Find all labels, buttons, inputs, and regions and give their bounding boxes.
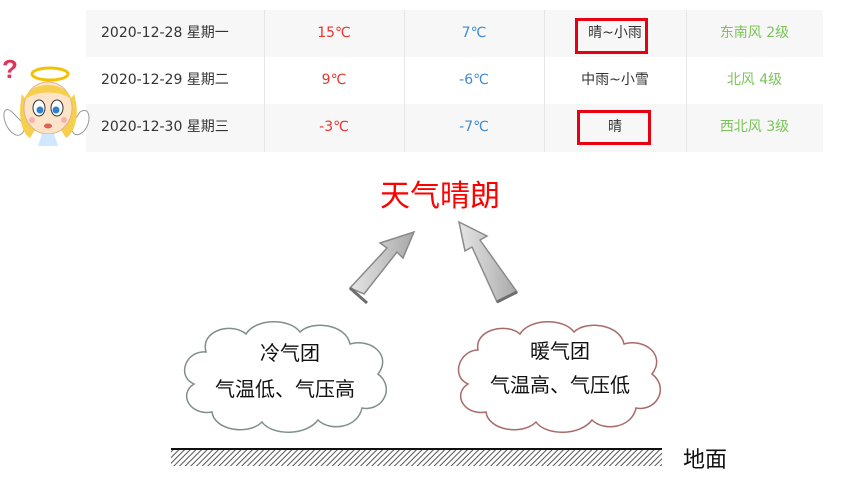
diagram-title: 天气晴朗	[380, 179, 500, 214]
forecast-low-temp: 7℃	[461, 25, 487, 41]
forecast-row: 2020-12-28 星期一 15℃ 7℃ 晴~小雨 东南风 2级	[86, 10, 823, 57]
cold-air-mass-desc: 气温低、气压高	[215, 377, 355, 401]
forecast-high-temp: 15℃	[317, 25, 351, 41]
up-arrow-right	[457, 220, 519, 304]
ground-hatch	[171, 449, 662, 466]
warm-air-mass-name: 暖气团	[530, 339, 590, 363]
forecast-date: 2020-12-28 星期一	[101, 25, 229, 41]
forecast-low-temp: -7℃	[459, 119, 489, 135]
weather-highlight-box	[577, 110, 651, 145]
warm-air-mass-desc: 气温高、气压低	[490, 373, 630, 397]
forecast-low-temp: -6℃	[459, 72, 489, 88]
weather-forecast-table: 2020-12-28 星期一 15℃ 7℃ 晴~小雨 东南风 2级 2020-1…	[86, 10, 823, 152]
forecast-wind: 北风 4级	[726, 72, 783, 88]
forecast-wind: 东南风 2级	[719, 25, 790, 41]
cold-air-mass-name: 冷气团	[260, 341, 320, 365]
column-divider	[264, 10, 265, 152]
forecast-high-temp: -3℃	[319, 119, 349, 135]
forecast-row: 2020-12-30 星期三 -3℃ -7℃ 晴 西北风 3级	[86, 104, 823, 151]
forecast-weather: 中雨~小雪	[581, 72, 649, 88]
forecast-weather: 晴~小雨	[588, 25, 642, 41]
angel-girl-icon: ?	[2, 54, 90, 146]
forecast-row: 2020-12-29 星期二 9℃ -6℃ 中雨~小雪 北风 4级	[86, 57, 823, 104]
forecast-date: 2020-12-30 星期三	[101, 119, 229, 135]
question-mark: ?	[2, 54, 18, 84]
forecast-wind: 西北风 3级	[719, 119, 790, 135]
ground-label: 地面	[683, 448, 728, 473]
warm-air-mass-cloud	[457, 321, 662, 433]
forecast-weather: 晴	[608, 119, 622, 135]
column-divider	[686, 10, 687, 152]
column-divider	[404, 10, 405, 152]
up-arrow-left	[348, 230, 416, 305]
weather-highlight-box	[575, 18, 648, 54]
cold-air-mass-cloud	[183, 321, 388, 433]
column-divider	[544, 10, 545, 152]
forecast-high-temp: 9℃	[321, 72, 347, 88]
forecast-date: 2020-12-29 星期二	[101, 72, 229, 88]
